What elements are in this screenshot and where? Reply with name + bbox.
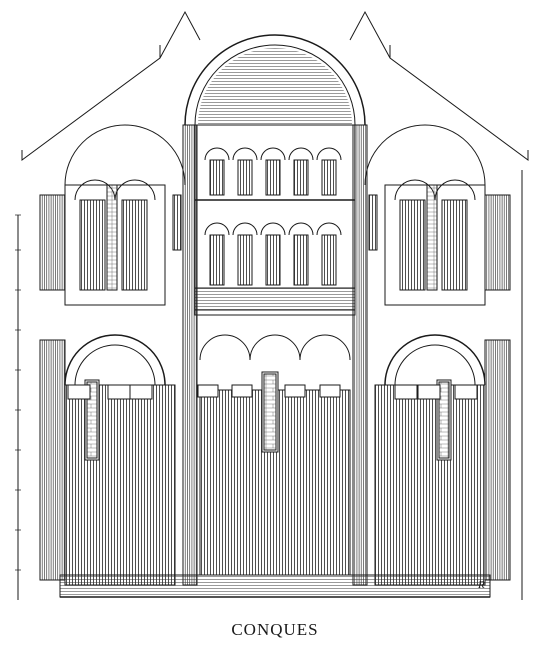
artist-signature: R	[478, 579, 485, 591]
roof-outline	[21, 10, 529, 161]
page-caption: CONQUES	[231, 620, 319, 639]
nave-upper-arcade	[194, 124, 356, 316]
cathedral-section-drawing	[15, 10, 529, 600]
right-tribune	[364, 124, 511, 306]
base-platform	[59, 574, 491, 598]
left-tribune	[39, 124, 186, 306]
central-vault	[184, 34, 366, 126]
right-aisle	[374, 334, 511, 586]
nave-lower-arcade	[197, 334, 351, 576]
scale-bar	[15, 214, 21, 600]
left-aisle	[39, 334, 176, 586]
